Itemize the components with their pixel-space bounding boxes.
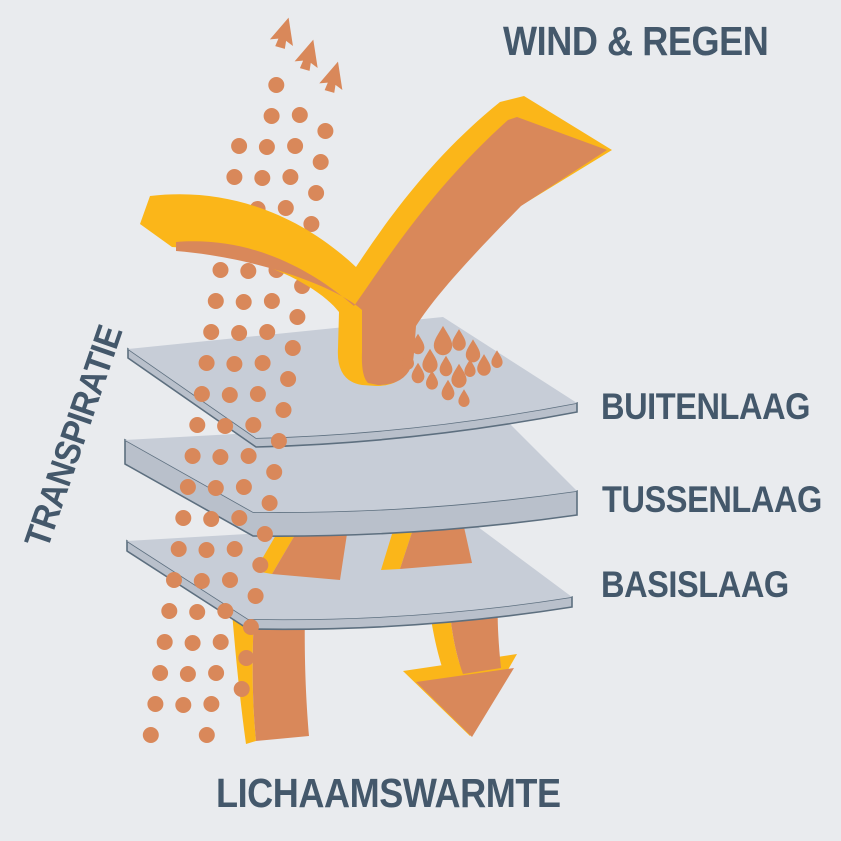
droplet-icon [451, 363, 467, 388]
droplet-icon [491, 350, 503, 369]
mini-arrow-icon [294, 39, 318, 71]
droplet-icon [452, 329, 466, 351]
rain-droplets [402, 325, 503, 408]
label-lichaamswarmte: LICHAAMSWARMTE [216, 770, 561, 816]
label-buitenlaag: BUITENLAAG [601, 386, 811, 427]
droplet-icon [477, 354, 491, 376]
droplet-icon [426, 370, 438, 390]
droplet-icon [402, 350, 414, 370]
label-tussenlaag: TUSSENLAAG [602, 479, 822, 520]
heat-leg-lower-left [232, 606, 309, 744]
droplet-icon [458, 389, 470, 408]
mini-arrow-icon [269, 17, 293, 49]
droplet-icon [439, 355, 453, 377]
droplet-icon [433, 325, 453, 356]
label-basislaag: BASISLAAG [601, 564, 789, 605]
droplet-icon [465, 339, 481, 363]
droplet-icon [464, 359, 476, 378]
title-wind-regen: WIND & REGEN [503, 18, 769, 64]
droplet-icon [422, 348, 438, 373]
droplet-icon [411, 362, 425, 384]
mini-arrow-icon [319, 61, 343, 93]
droplet-icon [411, 333, 425, 355]
sweat-arrow-tips [269, 17, 343, 93]
deflect-arrow [140, 96, 612, 386]
droplet-icon [441, 379, 455, 401]
